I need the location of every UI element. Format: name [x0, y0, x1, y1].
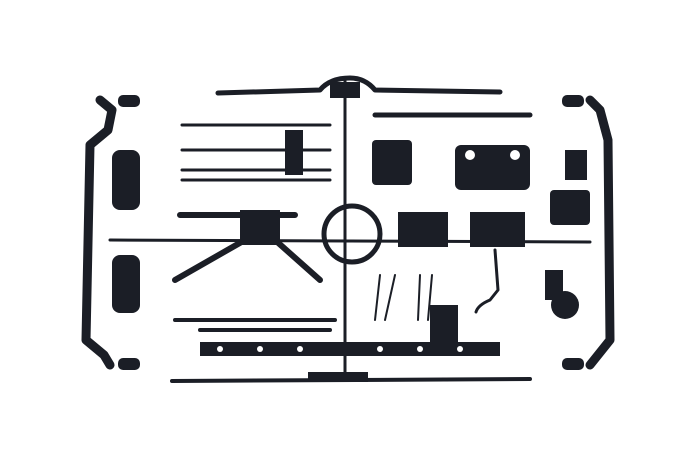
right-bracket: [550, 190, 590, 225]
left-frame-rail: [81, 95, 117, 370]
right-lower-block: [545, 270, 563, 300]
right-top-part: [565, 150, 587, 180]
hook-parts: [374, 274, 433, 321]
strip-hole: [257, 346, 263, 352]
mount-hole: [510, 150, 520, 160]
gearbox-left-top: [112, 150, 140, 210]
strip-hole: [457, 346, 463, 352]
bumper-bar-upper: [180, 123, 332, 182]
right-frame-rail: [585, 95, 615, 370]
steering-wheel: [321, 203, 383, 265]
left-bottom-clip: [118, 358, 140, 370]
strip-hole: [217, 346, 223, 352]
bracket-center: [285, 130, 303, 175]
tab-block-1: [398, 212, 448, 247]
seat-part: [430, 305, 458, 345]
top-runner: [215, 75, 503, 96]
strip-hole: [377, 346, 383, 352]
strip-hole: [297, 346, 303, 352]
battery-box: [372, 140, 412, 185]
right-top-clip: [562, 95, 584, 107]
axle-housing: [240, 210, 280, 245]
parts-strip: [200, 342, 500, 356]
bumper-bar-lower: [173, 318, 337, 332]
left-top-clip: [118, 95, 140, 107]
right-bottom-clip: [562, 358, 584, 370]
gearbox-left-bottom: [112, 255, 140, 313]
top-center-block: [330, 82, 360, 98]
mount-hole: [465, 150, 475, 160]
bottom-center-block: [308, 372, 368, 382]
tab-block-2: [470, 212, 525, 247]
strip-hole: [417, 346, 423, 352]
lever-part: [474, 248, 500, 314]
